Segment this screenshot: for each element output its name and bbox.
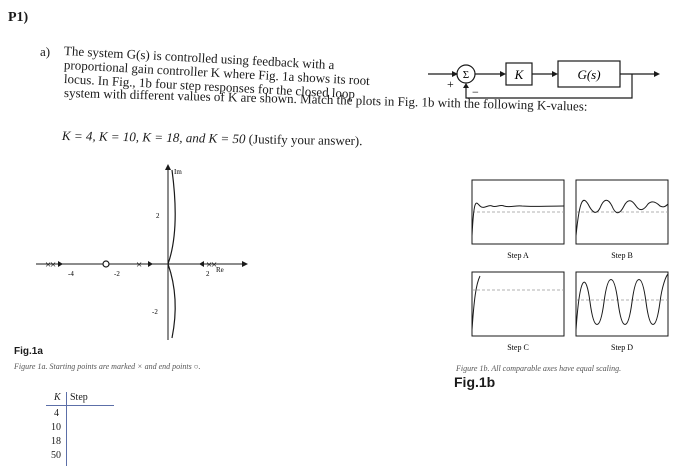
input-arrowhead [452, 71, 458, 77]
y-tick-neg2: -2 [152, 308, 158, 316]
minus-sign: − [472, 85, 479, 99]
step-d-axes [575, 271, 669, 337]
feedback-path [465, 74, 633, 99]
fig-1a-label: Fig.1a [14, 346, 43, 357]
sum-symbol: Σ [463, 69, 469, 81]
feedback-arrowhead [463, 83, 469, 88]
y-tick-2: 2 [156, 212, 160, 220]
table-header-rule [46, 405, 114, 406]
step-c-curve [471, 275, 481, 331]
root-locus-plot: Im Re -4 -2 2 2 -2 × × × × × [36, 164, 248, 340]
imag-axis-arrowhead [165, 164, 171, 170]
fig-1b-label: Fig.1b [454, 374, 496, 390]
imag-axis-label: Im [174, 168, 182, 176]
k-values: K = 4, K = 10, K = 18, and K = 50 [61, 128, 246, 147]
table-row: 4 [54, 408, 59, 419]
locus-branch-upper [167, 169, 176, 265]
fig-1b-caption: Figure 1b. All comparable axes have equa… [456, 364, 622, 373]
sum-to-k-arrowhead [500, 71, 506, 77]
real-axis-arrowhead [242, 261, 248, 267]
real-axis-label: Re [216, 266, 224, 274]
table-header-k: K [54, 392, 61, 403]
step-b-label: Step B [611, 251, 633, 260]
table-column-rule [66, 392, 67, 466]
pole-marker-2: × [50, 259, 56, 271]
block-diagram: Σ + − K G(s) [428, 60, 660, 99]
table-row: 50 [51, 450, 61, 461]
k-values-line: K = 4, K = 10, K = 18, and K = 50 (Justi… [62, 128, 363, 149]
controller-label: K [514, 67, 525, 82]
pole-marker-1: × [45, 259, 51, 271]
part-label: a) [40, 44, 51, 59]
x-tick-neg2: -2 [114, 270, 120, 278]
table-row: 10 [51, 422, 61, 433]
plus-sign: + [447, 77, 454, 91]
locus-arrow-left [58, 261, 63, 267]
step-a-curve [471, 202, 565, 237]
answer-table: K Step 4 10 18 50 [46, 392, 116, 466]
step-b-curve [575, 199, 669, 237]
step-d-curve [575, 273, 669, 331]
step-responses-figure: Step A Step B Step C Step D [471, 179, 669, 352]
pole-marker-3: × [136, 259, 142, 271]
fig-1a-caption: Figure 1a. Starting points are marked × … [14, 362, 201, 371]
locus-branch-lower [167, 263, 176, 339]
step-d-label: Step D [611, 343, 633, 352]
table-row: 18 [51, 436, 61, 447]
k-to-plant-arrowhead [552, 71, 558, 77]
x-tick-2: 2 [206, 270, 210, 278]
k-values-suffix: (Justify your answer). [248, 131, 363, 149]
plant-label: G(s) [577, 67, 600, 82]
problem-label: P1) [8, 10, 29, 25]
step-c-label: Step C [507, 343, 529, 352]
table-header-step: Step [70, 392, 88, 403]
locus-arrow-mid [148, 261, 153, 267]
x-tick-neg4: -4 [68, 270, 74, 278]
zero-marker [102, 260, 110, 268]
pole-marker-5: × [211, 259, 217, 271]
output-arrowhead [654, 71, 660, 77]
step-c-axes [471, 271, 565, 337]
locus-arrow-right [199, 261, 204, 267]
pole-marker-4: × [206, 259, 212, 271]
step-a-label: Step A [507, 251, 529, 260]
